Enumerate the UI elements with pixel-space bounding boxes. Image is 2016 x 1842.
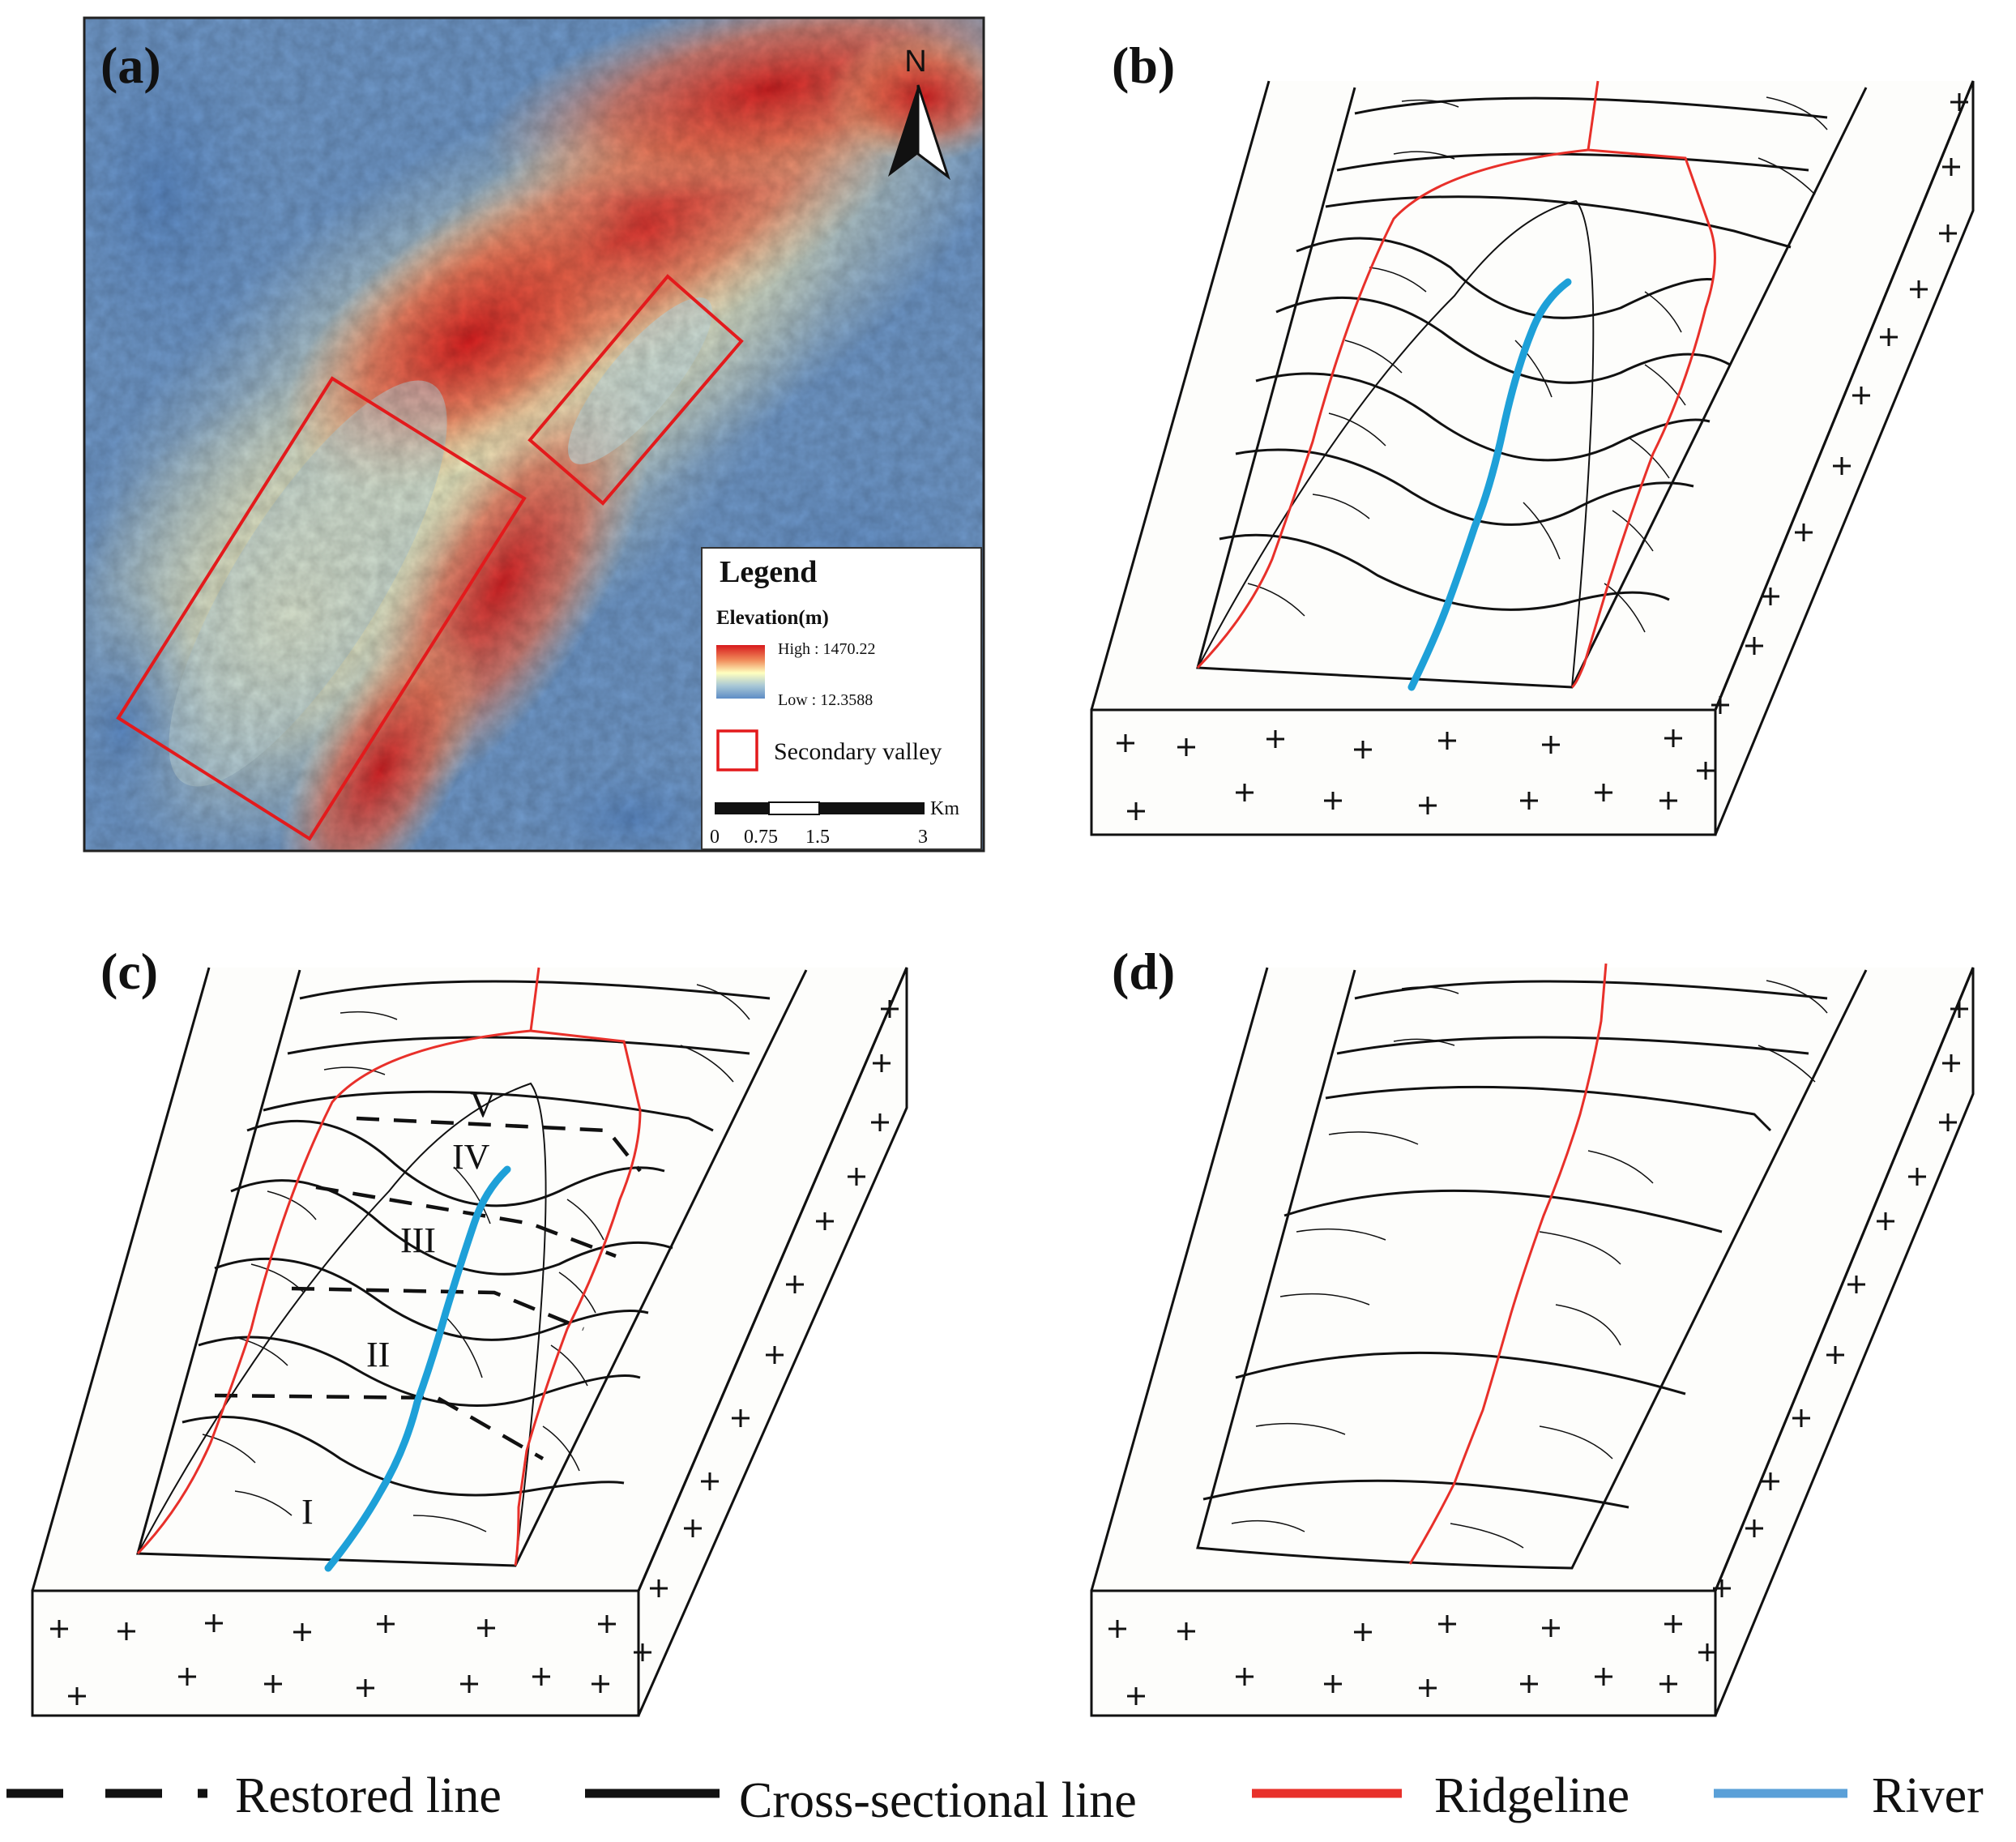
north-label: N: [904, 45, 926, 79]
panel-b-diagram: (b): [1090, 36, 1975, 836]
elevation-label: Elevation(m): [716, 607, 829, 629]
zone-label-iii: III: [400, 1220, 436, 1260]
elevation-low: Low : 12.3588: [778, 691, 873, 709]
panel-a-letter: (a): [100, 36, 161, 94]
map-legend: Legend Elevation(m) High : 1470.22 Low :…: [701, 547, 982, 850]
valley-legend-swatch: [716, 729, 758, 771]
scale-tick-0: 0: [710, 827, 720, 848]
basement-crosses-b: [1117, 93, 1968, 820]
legend-river-label: River: [1872, 1768, 1984, 1823]
elevation-high: High : 1470.22: [778, 640, 876, 658]
elevation-raster: [84, 18, 984, 851]
panel-d-letter: (d): [1112, 942, 1175, 1000]
legend-restored-label: Restored line: [235, 1768, 502, 1823]
river-b: [1407, 278, 1572, 691]
scale-unit: Km: [930, 798, 959, 819]
zone-label-iv: IV: [452, 1137, 490, 1177]
panel-a-map: N Legend Elevation(m) High : 1470.22 Low…: [83, 16, 985, 853]
panel-c-letter: (c): [100, 942, 158, 1000]
restored-lines-c: [214, 1116, 642, 1460]
north-arrow-icon: N: [888, 45, 950, 181]
basement-crosses-c: [50, 1000, 899, 1705]
legend-title: Legend: [720, 555, 817, 589]
basement-crosses-d: [1108, 1000, 1968, 1705]
scale-tick-3: 3: [918, 827, 928, 848]
map-frame: [83, 16, 985, 853]
valley-legend-label: Secondary valley: [774, 738, 942, 765]
scale-tick-15: 1.5: [805, 827, 830, 848]
zone-label-v: V: [470, 1085, 496, 1125]
ridgeline-b: [1196, 80, 1716, 689]
zone-label-ii: II: [366, 1335, 390, 1374]
panel-b-letter: (b): [1112, 36, 1175, 94]
scale-bar: Km 0 0.75 1.5 3: [710, 798, 959, 848]
ridgeline-d: [1408, 963, 1608, 1565]
zone-label-i: I: [301, 1492, 314, 1532]
scale-tick-075: 0.75: [744, 827, 778, 848]
legend-cross-label: Cross-sectional line: [739, 1773, 1137, 1828]
bottom-legend: Restored line Cross-sectional line Ridge…: [6, 1768, 1984, 1828]
legend-ridge-label: Ridgeline: [1434, 1768, 1629, 1823]
panel-c-diagram: V IV III II I (c): [31, 942, 908, 1717]
river-c: [324, 1165, 511, 1572]
secondary-valley-box-large: [116, 376, 527, 841]
ridgeline-c: [136, 967, 642, 1566]
elevation-colorbar: [716, 645, 765, 699]
secondary-valley-box-small: [527, 274, 744, 506]
panel-d-diagram: (d): [1090, 942, 1975, 1717]
